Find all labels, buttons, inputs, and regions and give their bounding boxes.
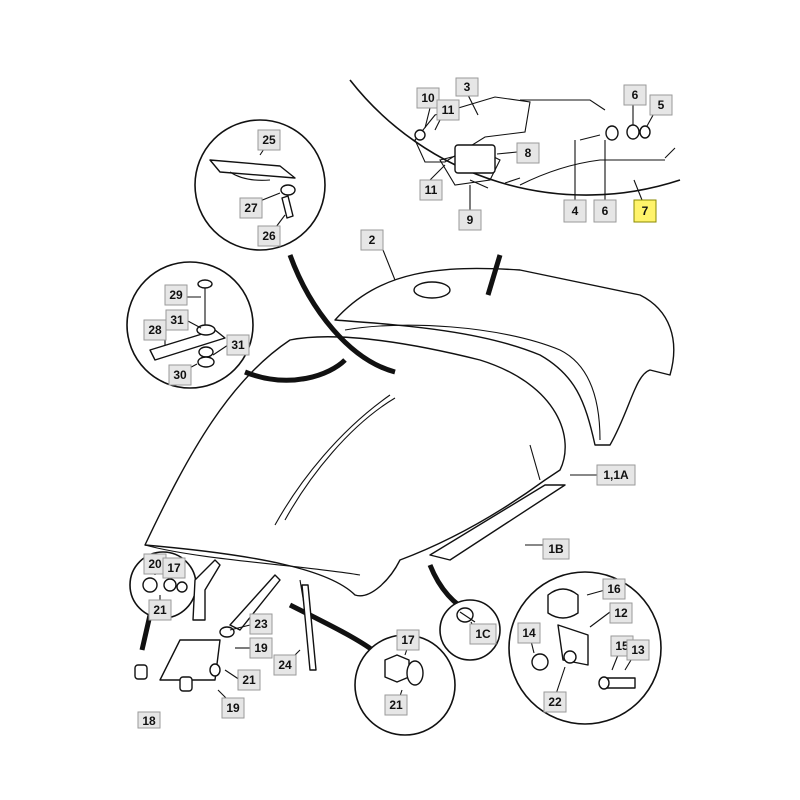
- svg-text:8: 8: [525, 146, 532, 160]
- callout-21-middle: 21: [237, 669, 261, 691]
- callout-23: 23: [249, 613, 273, 635]
- callout-10: 10: [416, 87, 440, 109]
- callout-8: 8: [516, 142, 540, 164]
- callout-21-left: 21: [148, 599, 172, 621]
- callout-9: 9: [458, 209, 482, 231]
- hood-part: [139, 254, 675, 654]
- callout-28: 28: [143, 319, 167, 341]
- callout-24: 24: [273, 654, 297, 676]
- svg-text:11: 11: [425, 183, 438, 197]
- svg-text:1B: 1B: [548, 542, 564, 556]
- callout-26: 26: [257, 225, 281, 247]
- svg-text:2: 2: [369, 233, 376, 247]
- callout-13: 13: [626, 639, 650, 661]
- callout-6-bottom: 6: [593, 199, 617, 223]
- svg-text:4: 4: [572, 204, 579, 218]
- svg-text:6: 6: [632, 88, 639, 102]
- svg-text:22: 22: [548, 695, 562, 709]
- callout-12: 12: [609, 602, 633, 624]
- svg-text:24: 24: [278, 658, 292, 672]
- callout-6-top: 6: [623, 84, 647, 106]
- callout-19-bottom: 19: [221, 697, 245, 719]
- callout-22: 22: [543, 691, 567, 713]
- callout-1c: 1C: [469, 623, 497, 645]
- svg-text:17: 17: [167, 561, 181, 575]
- callout-18: 18: [137, 711, 161, 729]
- svg-text:29: 29: [169, 288, 183, 302]
- latch-detail-circle: [349, 79, 681, 196]
- callout-16: 16: [602, 578, 626, 600]
- svg-text:21: 21: [153, 603, 167, 617]
- svg-text:7: 7: [642, 204, 649, 218]
- svg-text:6: 6: [602, 204, 609, 218]
- svg-text:21: 21: [389, 698, 403, 712]
- svg-text:11: 11: [442, 103, 455, 117]
- callout-1b: 1B: [542, 538, 570, 560]
- svg-text:5: 5: [658, 98, 665, 112]
- svg-text:12: 12: [614, 606, 628, 620]
- callout-3: 3: [455, 77, 479, 97]
- callout-17-bottom: 17: [396, 629, 420, 651]
- svg-text:18: 18: [142, 714, 156, 728]
- callout-30: 30: [168, 364, 192, 386]
- detail-circle-28-31: [126, 261, 254, 389]
- svg-text:3: 3: [464, 80, 471, 94]
- svg-text:19: 19: [254, 641, 268, 655]
- svg-text:10: 10: [421, 91, 435, 105]
- svg-text:15: 15: [615, 639, 629, 653]
- callout-19-top: 19: [249, 637, 273, 659]
- detail-circle-25-27: [194, 119, 326, 251]
- svg-text:9: 9: [467, 213, 474, 227]
- callout-25: 25: [257, 129, 281, 151]
- detail-circle-17-21: [354, 634, 456, 736]
- svg-text:25: 25: [262, 133, 276, 147]
- svg-text:26: 26: [262, 229, 276, 243]
- callout-2: 2: [360, 229, 384, 251]
- svg-text:16: 16: [607, 582, 621, 596]
- svg-text:17: 17: [401, 633, 415, 647]
- svg-text:21: 21: [242, 673, 256, 687]
- callout-27: 27: [239, 197, 263, 219]
- callout-11-top: 11: [436, 99, 460, 121]
- callout-29: 29: [164, 284, 188, 306]
- callout-17-left: 17: [162, 557, 186, 579]
- svg-text:1,1A: 1,1A: [603, 468, 629, 482]
- svg-text:13: 13: [631, 643, 645, 657]
- callout-1-1a: 1,1A: [596, 464, 636, 486]
- svg-text:27: 27: [244, 201, 258, 215]
- callout-20: 20: [143, 553, 167, 575]
- svg-text:19: 19: [226, 701, 240, 715]
- callout-31-top: 31: [165, 309, 189, 331]
- svg-text:23: 23: [254, 617, 268, 631]
- callout-31-right: 31: [226, 334, 250, 356]
- callout-7: 7: [633, 199, 657, 223]
- svg-text:20: 20: [148, 557, 162, 571]
- svg-text:1C: 1C: [475, 627, 491, 641]
- callout-21-bottom: 21: [384, 694, 408, 716]
- svg-text:30: 30: [173, 368, 187, 382]
- svg-text:31: 31: [170, 313, 184, 327]
- callout-14: 14: [517, 622, 541, 644]
- svg-text:28: 28: [148, 323, 162, 337]
- callout-4: 4: [563, 199, 587, 223]
- callout-5: 5: [649, 94, 673, 116]
- svg-text:14: 14: [522, 626, 536, 640]
- callout-11-bottom: 11: [419, 179, 443, 201]
- svg-text:31: 31: [231, 338, 245, 352]
